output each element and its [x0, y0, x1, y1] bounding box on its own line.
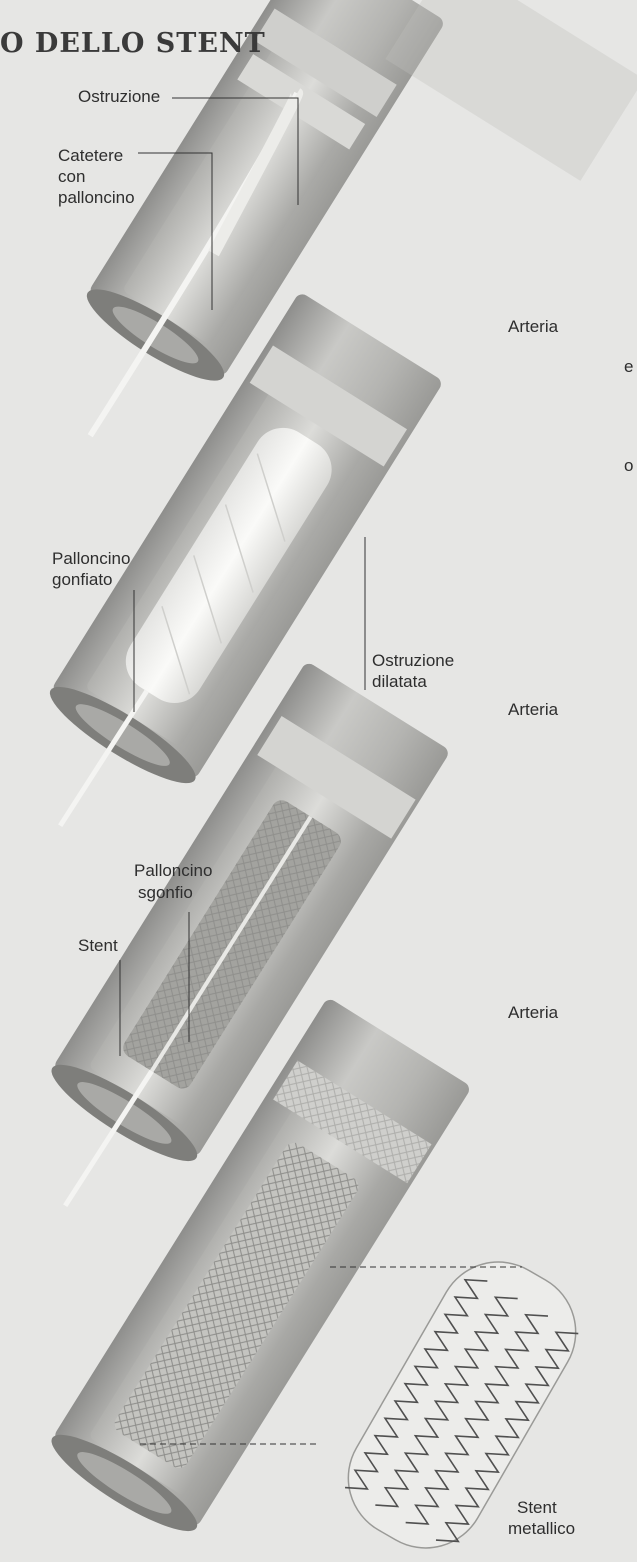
label-stent: Stent [78, 935, 118, 956]
label-arteria-1: Arteria [508, 316, 558, 337]
edge-fragment-1: e [624, 356, 633, 377]
label-catetere-line2: con [58, 166, 85, 187]
label-stent-metallico-line2: metallico [508, 1518, 575, 1539]
label-ostruzione: Ostruzione [78, 86, 160, 107]
label-catetere-line1: Catetere [58, 145, 123, 166]
label-palloncino-gonfiato-line1: Palloncino [52, 548, 130, 569]
edge-fragment-2: o [624, 455, 633, 476]
label-arteria-3: Arteria [508, 1002, 558, 1023]
label-palloncino-gonfiato-line2: gonfiato [52, 569, 113, 590]
label-palloncino-sgonfio-line2: sgonfio [138, 882, 193, 903]
label-stent-metallico-line1: Stent [517, 1497, 557, 1518]
label-arteria-2: Arteria [508, 699, 558, 720]
label-palloncino-sgonfio-line1: Palloncino [134, 860, 212, 881]
page-title: O DELLO STENT [0, 28, 266, 59]
label-ostruzione-dilatata-line2: dilatata [372, 671, 427, 692]
label-catetere-line3: palloncino [58, 187, 135, 208]
label-ostruzione-dilatata-line1: Ostruzione [372, 650, 454, 671]
